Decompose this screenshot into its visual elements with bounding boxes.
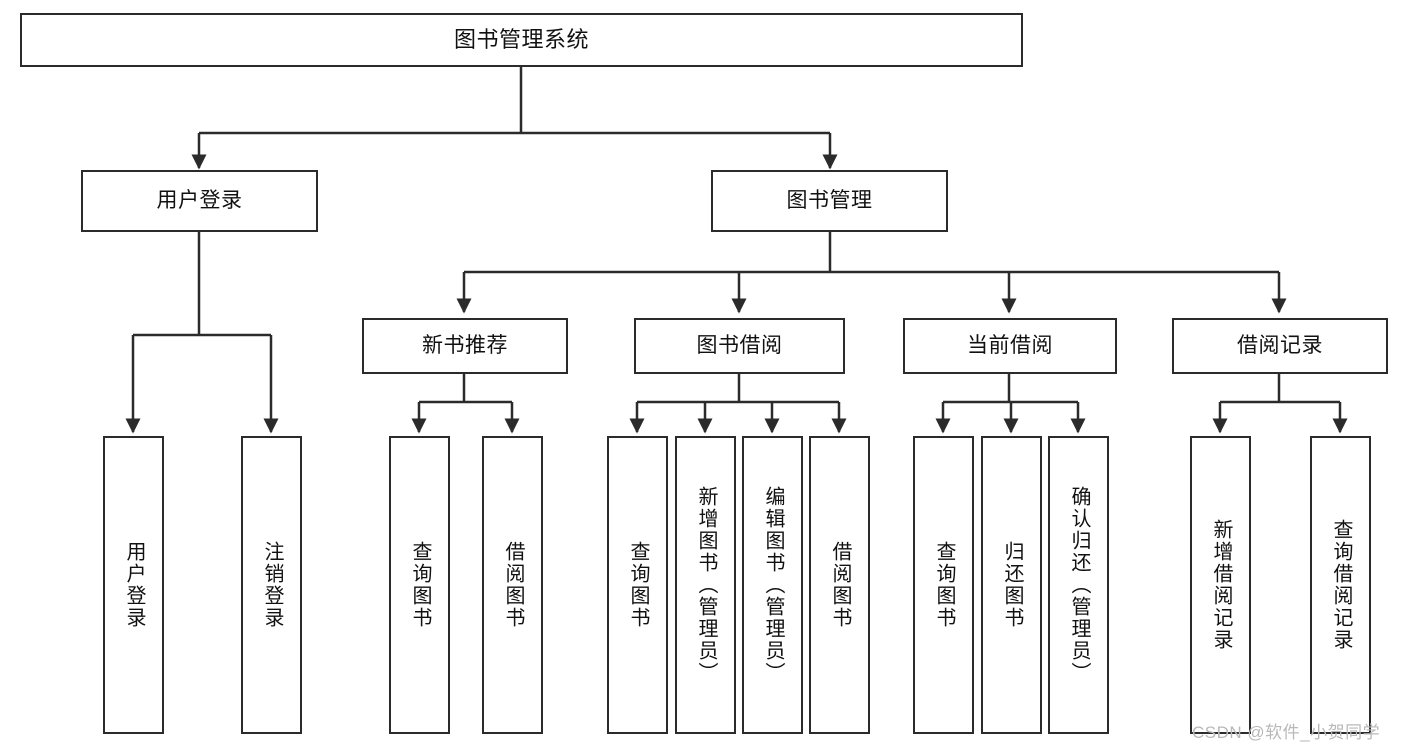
node-leaf-user-login-do-label: 用户登录 <box>123 541 145 629</box>
node-leaf-current-confirm-return-label: 确认归还（管理员） <box>1068 486 1090 684</box>
node-leaf-rec-borrow-book[interactable]: 借阅图书 <box>482 436 543 734</box>
node-leaf-borrow-add-book[interactable]: 新增图书（管理员） <box>675 436 736 734</box>
node-leaf-current-confirm-return[interactable]: 确认归还（管理员） <box>1048 436 1109 734</box>
node-leaf-user-logout[interactable]: 注销登录 <box>241 436 302 734</box>
node-book-borrow[interactable]: 图书借阅 <box>634 318 845 374</box>
node-current-borrow-label: 当前借阅 <box>967 333 1053 357</box>
node-leaf-rec-query-book[interactable]: 查询图书 <box>389 436 450 734</box>
node-leaf-current-return-book[interactable]: 归还图书 <box>981 436 1042 734</box>
node-leaf-rec-borrow-book-label: 借阅图书 <box>502 541 524 629</box>
node-leaf-borrow-add-book-label: 新增图书（管理员） <box>695 486 717 684</box>
node-leaf-current-return-book-label: 归还图书 <box>1001 541 1023 629</box>
node-book-manage[interactable]: 图书管理 <box>711 170 948 232</box>
node-borrow-record[interactable]: 借阅记录 <box>1172 318 1388 374</box>
node-leaf-borrow-edit-book-label: 编辑图书（管理员） <box>762 486 784 684</box>
node-leaf-borrow-edit-book[interactable]: 编辑图书（管理员） <box>742 436 803 734</box>
node-new-book-recommend[interactable]: 新书推荐 <box>362 318 568 374</box>
csdn-watermark: CSDN @软件_小贺同学 <box>1192 723 1381 742</box>
node-current-borrow[interactable]: 当前借阅 <box>903 318 1117 374</box>
node-leaf-user-logout-label: 注销登录 <box>261 541 283 629</box>
node-leaf-borrow-borrow-book[interactable]: 借阅图书 <box>809 436 870 734</box>
node-user-login[interactable]: 用户登录 <box>81 170 318 232</box>
node-book-borrow-label: 图书借阅 <box>696 333 783 357</box>
node-leaf-record-add[interactable]: 新增借阅记录 <box>1190 436 1251 734</box>
node-leaf-borrow-query-book-label: 查询图书 <box>627 541 649 629</box>
node-borrow-record-label: 借阅记录 <box>1237 333 1323 357</box>
node-leaf-record-query-label: 查询借阅记录 <box>1330 519 1352 651</box>
node-leaf-user-login-do[interactable]: 用户登录 <box>103 436 164 734</box>
node-leaf-current-query-book[interactable]: 查询图书 <box>913 436 974 734</box>
node-leaf-current-query-book-label: 查询图书 <box>933 541 955 629</box>
node-leaf-borrow-borrow-book-label: 借阅图书 <box>829 541 851 629</box>
node-root-label: 图书管理系统 <box>453 27 589 53</box>
node-user-login-label: 用户登录 <box>156 188 243 212</box>
node-root[interactable]: 图书管理系统 <box>20 13 1023 67</box>
node-leaf-rec-query-book-label: 查询图书 <box>409 541 431 629</box>
node-leaf-borrow-query-book[interactable]: 查询图书 <box>607 436 668 734</box>
node-leaf-record-query[interactable]: 查询借阅记录 <box>1310 436 1371 734</box>
node-book-manage-label: 图书管理 <box>786 188 873 212</box>
node-new-book-recommend-label: 新书推荐 <box>422 333 508 357</box>
node-leaf-record-add-label: 新增借阅记录 <box>1210 519 1232 651</box>
